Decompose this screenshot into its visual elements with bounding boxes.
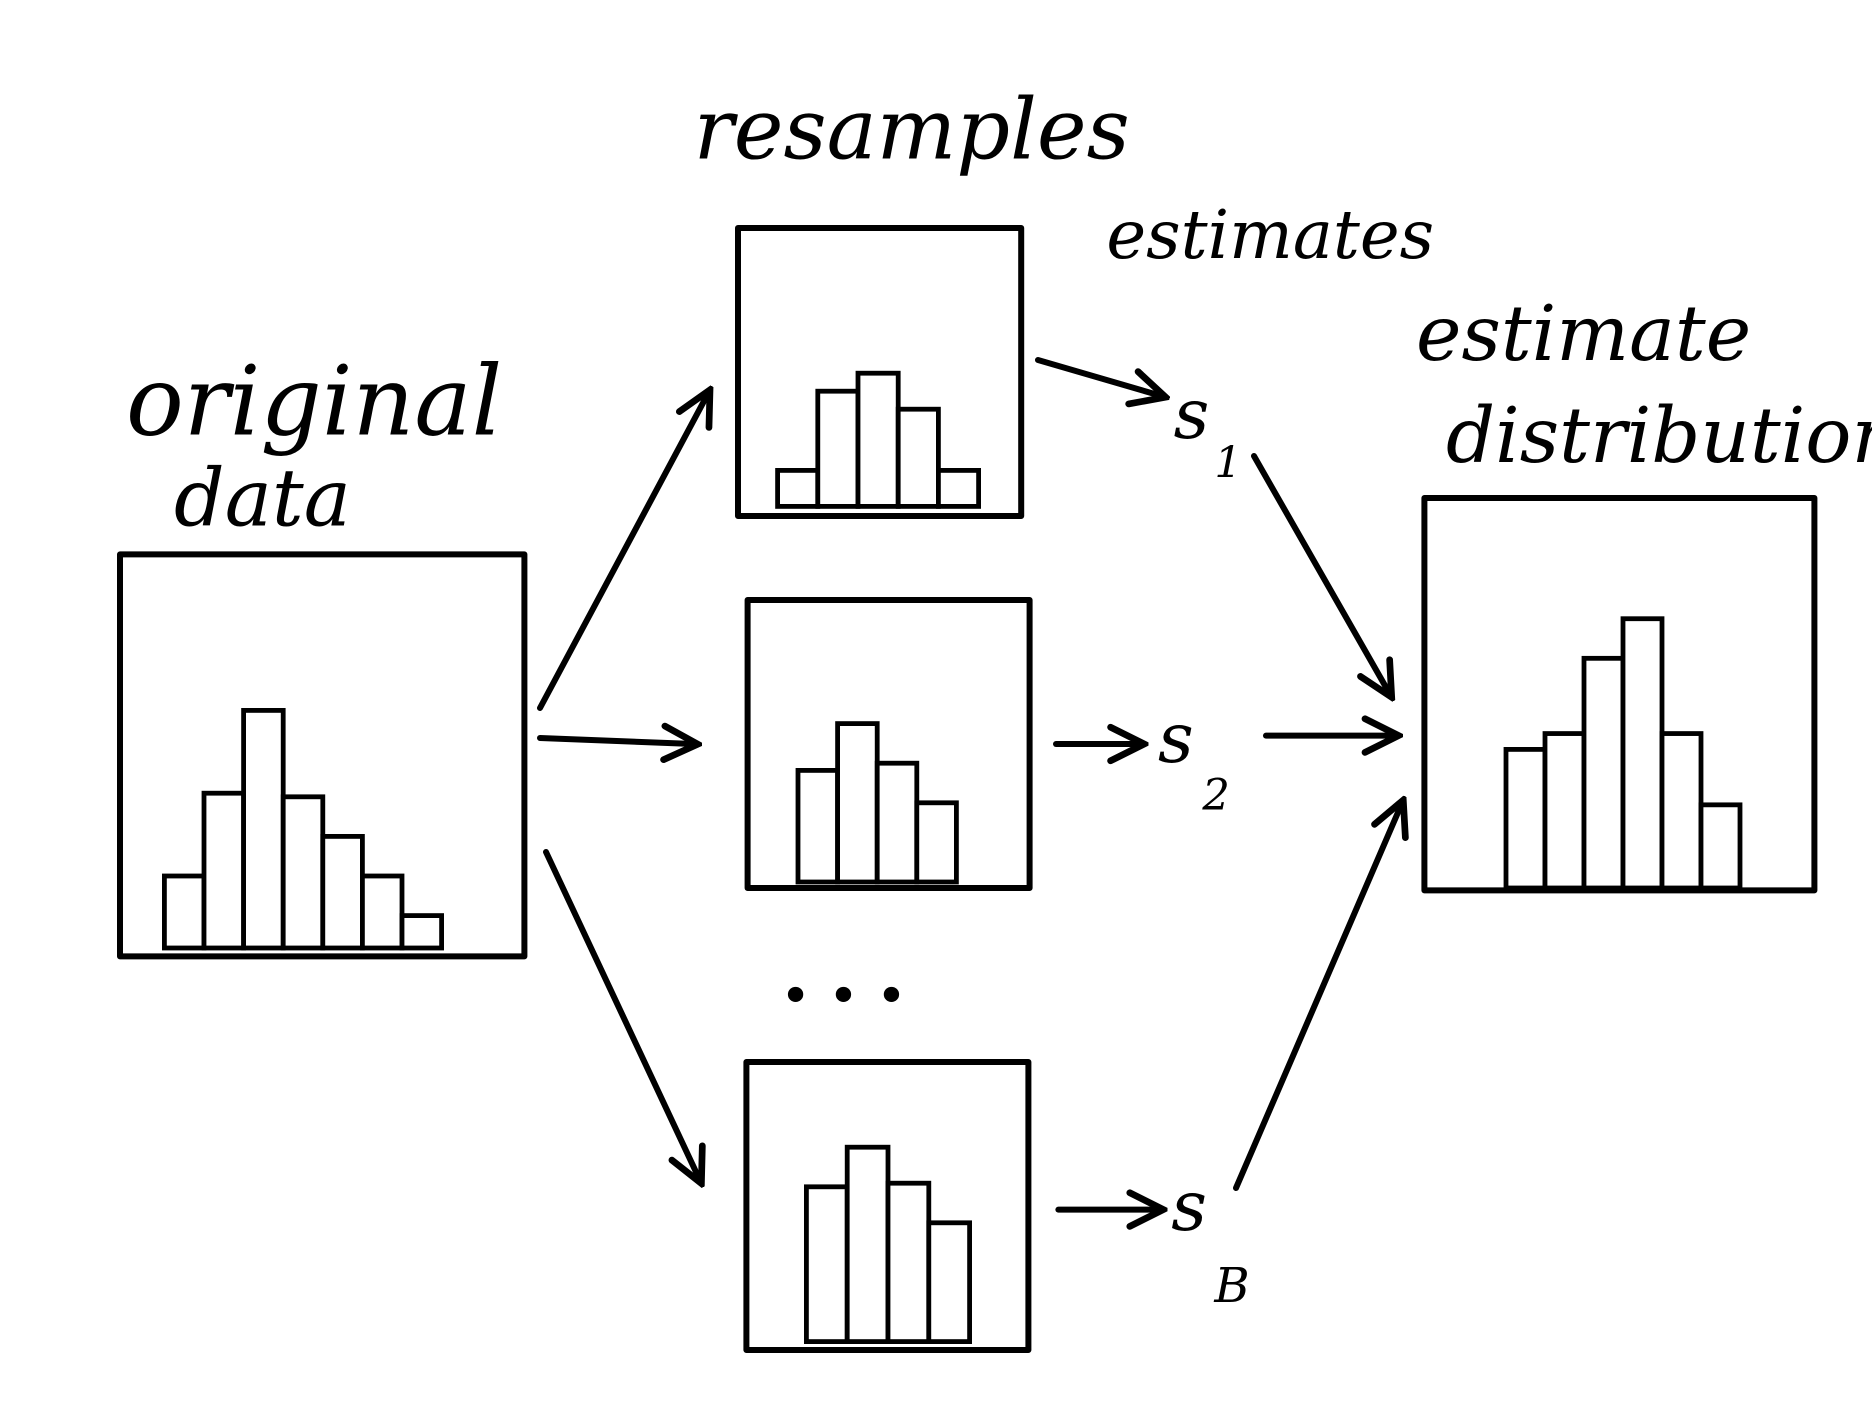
distribution-histogram-bar [1620,616,1665,891]
distribution-box [1421,494,1818,894]
resample-B-histogram-bar [844,1144,891,1344]
estimate-label: estimate [1416,290,1751,379]
svg-text:s: s [1171,1166,1207,1247]
resample-1-histogram-bar [895,406,941,509]
original-histogram-bar [360,873,405,951]
ellipsis: • • • [780,966,907,1027]
original-histogram-bar [399,913,444,951]
svg-text:2: 2 [1201,771,1229,821]
resample-B-histogram-bar [885,1180,932,1344]
original-histogram-bar [162,873,207,951]
resample-B-histogram-bar [804,1184,850,1344]
svg-text:B: B [1213,1258,1249,1314]
arrow-original-to-resample-2 [537,738,694,744]
distribution-histogram-bar [1503,746,1548,891]
distribution-label: distribution [1446,392,1872,481]
resample-2-histogram-bar [835,721,880,885]
original-histogram-bar [201,790,246,951]
resample-2-box [744,597,1033,891]
original-label: original [126,345,502,457]
arrow-resample-1-to-s1 [1035,357,1162,396]
estimate-s1: s 1 [1174,374,1242,489]
resample-1-histogram-bar [936,468,981,509]
resample-1-histogram-bar [815,388,861,509]
distribution-histogram-bar [1542,731,1587,891]
resample-1-box [735,225,1025,519]
resample-2-histogram-bar [795,767,840,885]
estimate-sB: s B [1171,1166,1249,1314]
arrow-sB-to-distribution [1233,804,1402,1191]
distribution-histogram-bar [1659,731,1704,891]
resample-B-histogram-bar [926,1220,972,1344]
arrow-original-to-resample-B [543,849,700,1180]
distribution-histogram-bar [1581,655,1626,891]
arrow-s1-to-distribution [1251,453,1390,694]
resample-2-histogram-bar [874,760,920,885]
resamples-label: resamples [694,80,1130,178]
original-histogram-bar [280,794,326,951]
original-histogram-bar [320,833,365,951]
resample-B-box [743,1059,1032,1353]
data-label: data [174,452,351,545]
original-histogram-bar [241,707,286,951]
resample-2-histogram-bar [914,800,959,885]
svg-text:1: 1 [1214,439,1241,489]
estimate-s2: s 2 [1158,698,1230,821]
resample-1-histogram-bar [775,468,821,509]
svg-text:s: s [1174,374,1210,455]
arrow-original-to-resample-1 [537,394,708,711]
distribution-histogram-bar [1698,802,1743,891]
original-data-box [117,551,528,960]
resample-1-histogram-bar [855,370,901,509]
estimates-label: estimates [1106,196,1434,274]
svg-text:s: s [1158,698,1194,779]
